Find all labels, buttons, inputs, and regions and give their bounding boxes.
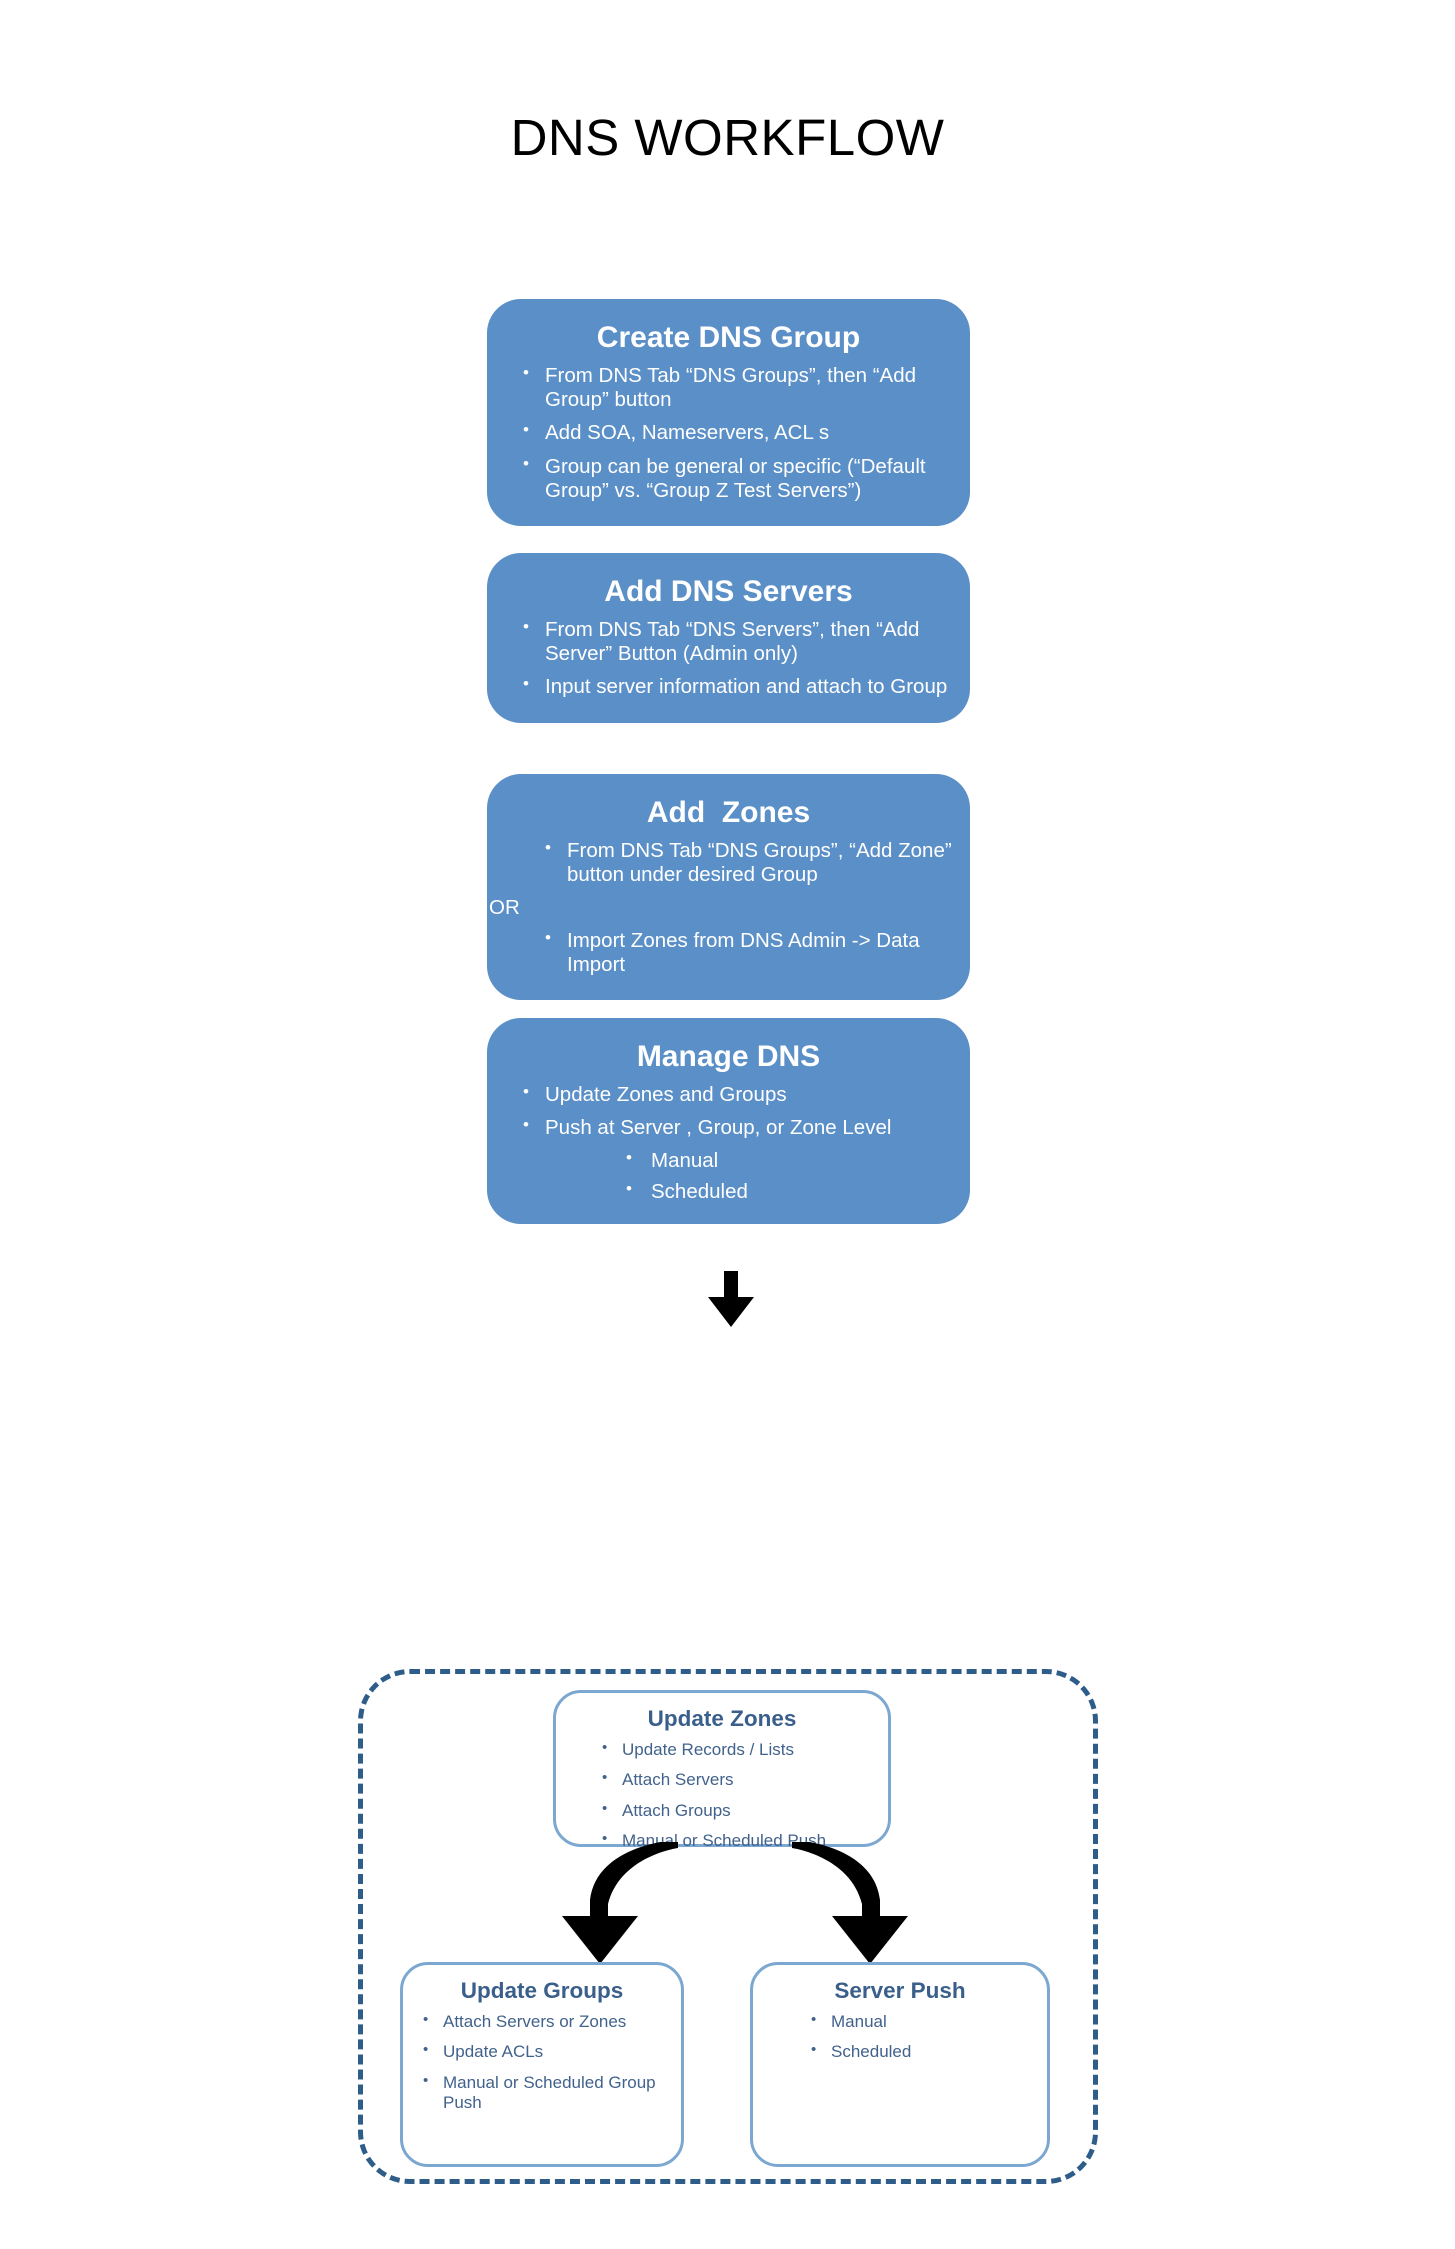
bullet-item: Update Records / Lists — [600, 1739, 874, 1760]
bullet-list: From DNS Tab “DNS Groups”, then “Add Gro… — [487, 363, 970, 503]
box-title: Add Zones — [646, 796, 811, 829]
bullet-list: Attach Servers or Zones Update ACLs Manu… — [403, 2011, 681, 2114]
detail-box-update-zones[interactable]: Update Zones Update Records / Lists Atta… — [553, 1690, 891, 1850]
bullet-item: Add SOA, Nameservers, ACL s — [521, 420, 952, 445]
bullet-item: Update Zones and Groups — [521, 1082, 952, 1107]
bullet-item: Scheduled — [809, 2041, 1033, 2062]
bullet-list: Update Zones and Groups Push at Server ,… — [487, 1082, 970, 1204]
bullet-list: From DNS Tab “DNS Groups”, “Add Zone” bu… — [487, 838, 970, 887]
process-box-add-zones[interactable]: Add Zones From DNS Tab “DNS Groups”, “Ad… — [487, 774, 970, 1000]
process-box-add-dns-servers[interactable]: Add DNS Servers From DNS Tab “DNS Server… — [487, 553, 970, 723]
bullet-item: Manual or Scheduled Group Push — [421, 2072, 667, 2114]
bullet-list-secondary: Import Zones from DNS Admin -> Data Impo… — [487, 928, 970, 977]
bullet-item: Update ACLs — [421, 2041, 667, 2062]
bullet-item: Import Zones from DNS Admin -> Data Impo… — [521, 928, 952, 977]
process-box-create-dns-group[interactable]: Create DNS Group From DNS Tab “DNS Group… — [487, 299, 970, 526]
bullet-item: Manual or Scheduled Push — [600, 1830, 874, 1851]
process-box-manage-dns[interactable]: Manage DNS Update Zones and Groups Push … — [487, 1018, 970, 1224]
detail-box-update-groups[interactable]: Update Groups Attach Servers or Zones Up… — [400, 1962, 684, 2167]
bullet-item: Attach Groups — [600, 1800, 874, 1821]
bullet-item: Attach Servers — [600, 1769, 874, 1790]
box-title: Manage DNS — [636, 1040, 821, 1073]
arrow-down-icon — [703, 1271, 759, 1329]
box-title: Add DNS Servers — [604, 575, 853, 608]
box-title: Create DNS Group — [596, 321, 861, 354]
bullet-item: Manual — [809, 2011, 1033, 2032]
box-title: Update Groups — [460, 1978, 624, 2003]
bullet-item: From DNS Tab “DNS Groups”, then “Add Gro… — [521, 363, 952, 412]
bullet-item: From DNS Tab “DNS Groups”, “Add Zone” bu… — [521, 838, 952, 887]
bullet-list: Manual Scheduled — [753, 2011, 1047, 2063]
page-title: DNS WORKFLOW — [510, 109, 945, 166]
bullet-list: Update Records / Lists Attach Servers At… — [556, 1739, 888, 1852]
box-title: Update Zones — [647, 1706, 797, 1731]
or-separator: OR — [489, 896, 520, 920]
bullet-item: From DNS Tab “DNS Servers”, then “Add Se… — [521, 617, 952, 666]
bullet-list: From DNS Tab “DNS Servers”, then “Add Se… — [487, 617, 970, 700]
sub-bullet-item: Scheduled — [521, 1179, 952, 1204]
bullet-item: Push at Server , Group, or Zone Level — [521, 1115, 952, 1140]
dashed-group-container — [358, 1669, 1098, 2184]
detail-box-server-push[interactable]: Server Push Manual Scheduled — [750, 1962, 1050, 2167]
bullet-item: Group can be general or specific (“Defau… — [521, 454, 952, 503]
bullet-item: Input server information and attach to G… — [521, 674, 952, 699]
bullet-item: Attach Servers or Zones — [421, 2011, 667, 2032]
box-title: Server Push — [834, 1978, 966, 2003]
sub-bullet-item: Manual — [521, 1148, 952, 1173]
